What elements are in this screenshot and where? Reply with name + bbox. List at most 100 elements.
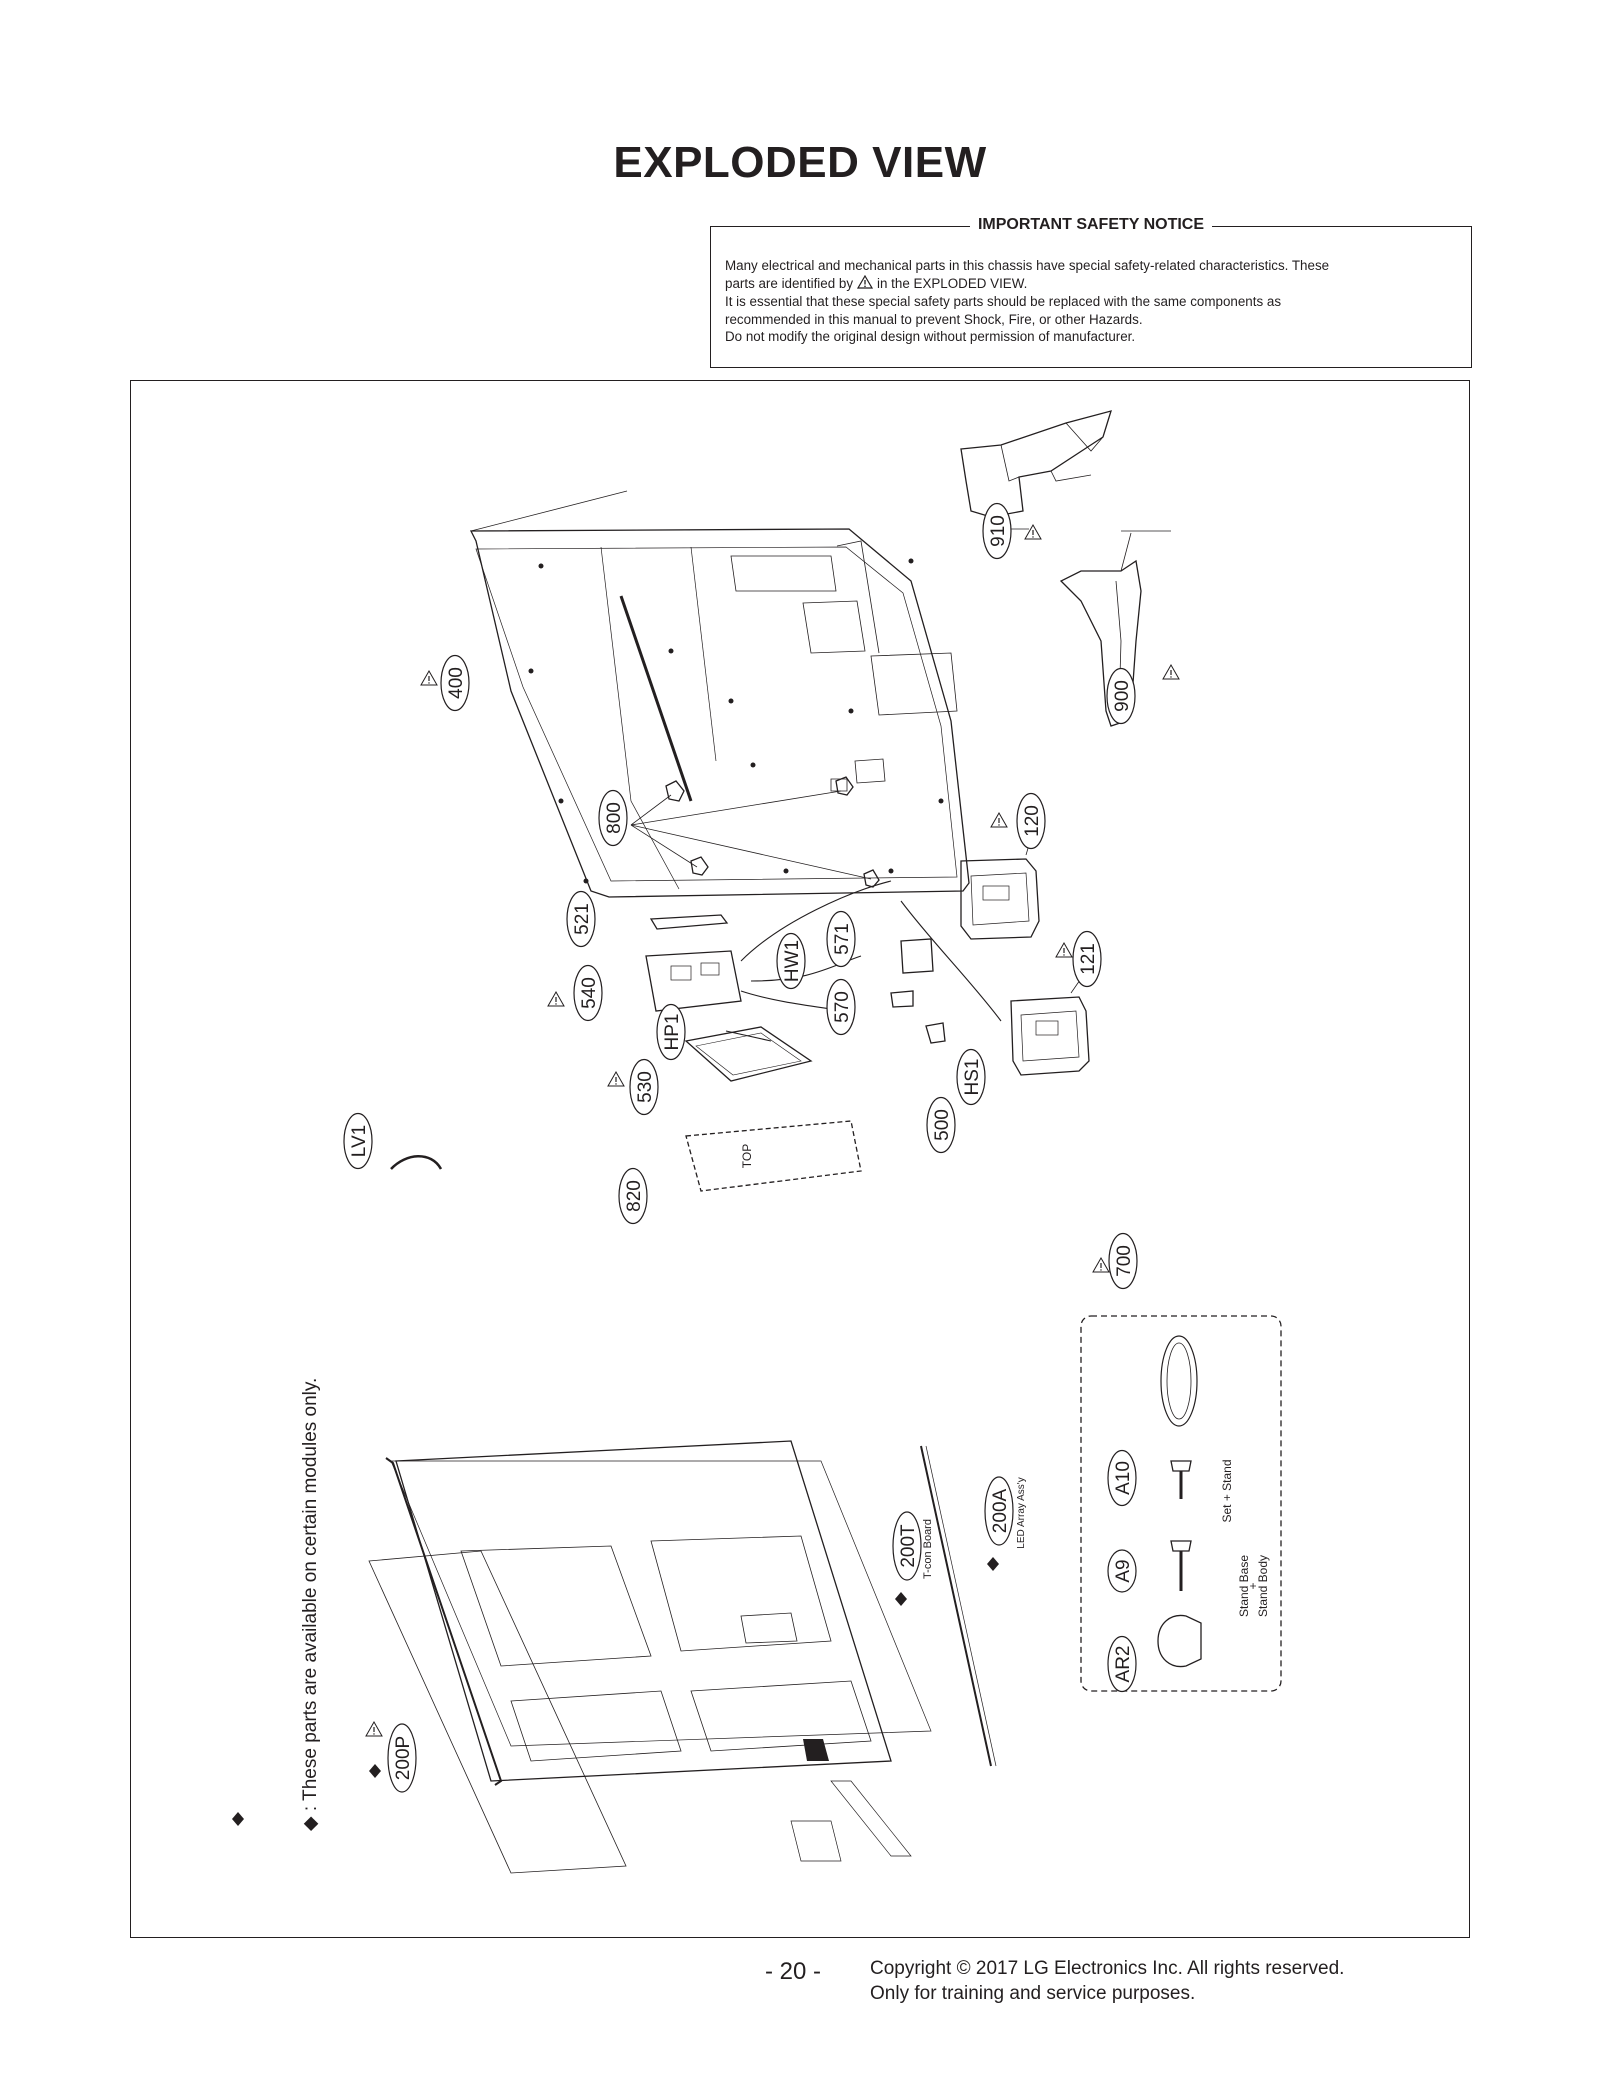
callout-oval (1106, 667, 1136, 725)
page-number: - 20 - (765, 1958, 822, 1985)
callout-200t: 200T (892, 1511, 922, 1581)
page-title: EXPLODED VIEW (613, 138, 987, 187)
callout-text: HS1 (962, 1059, 983, 1096)
callout-oval (1107, 1449, 1137, 1507)
label-plus: + (1246, 1582, 1260, 1589)
callout-oval (566, 890, 596, 948)
callout-570: 570 (826, 978, 856, 1036)
safety-notice-text: Many electrical and mechanical parts in … (725, 257, 1457, 346)
lvds-cable-part (390, 1155, 443, 1170)
callout-700: 700 (1108, 1232, 1138, 1290)
callout-oval (1072, 930, 1102, 988)
callout-571: 571 (826, 910, 856, 968)
label-top-mark: TOP (740, 1144, 754, 1168)
callout-oval (629, 1058, 659, 1116)
callout-oval (982, 502, 1012, 560)
callout-text: 200A (990, 1488, 1011, 1533)
panel-module-part (385, 1440, 932, 1786)
callout-text: A10 (1113, 1461, 1134, 1495)
callout-oval (984, 1476, 1014, 1546)
callout-text: 200P (393, 1736, 414, 1780)
notice-line-2a: parts are identified by (725, 275, 854, 291)
callout-text: 121 (1078, 943, 1099, 975)
callout-800: 800 (598, 789, 628, 847)
callout-820: 820 (618, 1167, 648, 1225)
callout-oval (892, 1511, 922, 1581)
led-driver-board-part (1010, 996, 1090, 1076)
callout-530: 530 (629, 1058, 659, 1116)
speaker-part (684, 1026, 813, 1082)
copyright-line-2: Only for training and service purposes. (870, 1983, 1196, 2004)
callout-hw1: HW1 (776, 932, 806, 990)
small-board-parts (890, 938, 946, 1044)
callout-521: 521 (566, 890, 596, 948)
power-board-part (960, 858, 1040, 940)
callout-text: HW1 (782, 940, 803, 982)
callout-text: 200T (898, 1524, 919, 1568)
callout-910: 910 (982, 502, 1012, 560)
callout-text: 800 (604, 802, 625, 834)
callout-oval (573, 964, 603, 1022)
diffuser-sheet-part (368, 1550, 912, 1874)
notice-line-1: Many electrical and mechanical parts in … (725, 258, 1330, 273)
label-led-array: LED Array Ass'y (1016, 1477, 1027, 1548)
label-set-stand: Set + Stand (1220, 1459, 1234, 1522)
label-tcon: T-con Board (922, 1519, 934, 1579)
stand-body-part (960, 410, 1112, 518)
callout-oval (1107, 1549, 1137, 1593)
callout-lv1: LV1 (343, 1112, 373, 1170)
callout-text: 500 (932, 1109, 953, 1141)
callout-540: 540 (573, 964, 603, 1022)
callout-oval (926, 1096, 956, 1154)
cable-harness-part (725, 880, 1002, 1042)
callout-200p: 200P (387, 1723, 417, 1793)
main-board-part (645, 914, 742, 1012)
callout-text: 910 (988, 515, 1009, 547)
callout-text: 570 (832, 991, 853, 1023)
callout-900: 900 (1106, 667, 1136, 725)
insulation-sheet-part (685, 1120, 862, 1192)
callout-text: A9 (1113, 1559, 1134, 1582)
copyright-line-1: Copyright © 2017 LG Electronics Inc. All… (870, 1958, 1345, 1979)
callout-oval (440, 654, 470, 712)
callout-a9: A9 (1107, 1549, 1137, 1593)
callout-oval (826, 978, 856, 1036)
callout-hp1: HP1 (656, 1003, 686, 1061)
safety-notice-box: IMPORTANT SAFETY NOTICE Many electrical … (710, 216, 1472, 368)
callout-text: 900 (1112, 680, 1133, 712)
callout-a10: A10 (1107, 1449, 1137, 1507)
callout-text: AR2 (1113, 1646, 1134, 1683)
notice-line-3: It is essential that these special safet… (725, 294, 1282, 310)
safety-notice-heading: IMPORTANT SAFETY NOTICE (969, 216, 1213, 233)
callout-oval (1016, 792, 1046, 850)
callout-oval (387, 1723, 417, 1793)
callout-text: 521 (572, 903, 593, 935)
accessories-group (1080, 1315, 1282, 1692)
callout-oval (618, 1167, 648, 1225)
label-stand-body: Stand Body (1256, 1555, 1270, 1617)
callout-text: 571 (832, 923, 853, 955)
callout-121: 121 (1072, 930, 1102, 988)
callout-oval (598, 789, 628, 847)
callout-oval (1107, 1635, 1137, 1693)
callout-oval (656, 1003, 686, 1061)
callout-text: 120 (1022, 805, 1043, 837)
notice-line-4: recommended in this manual to prevent Sh… (725, 311, 1143, 327)
callout-text: 530 (635, 1071, 656, 1103)
callout-oval (956, 1048, 986, 1106)
callout-text: HP1 (662, 1014, 683, 1051)
copyright-notice: Copyright © 2017 LG Electronics Inc. All… (870, 1956, 1344, 2006)
callout-ar2: AR2 (1107, 1635, 1137, 1693)
callout-500: 500 (926, 1096, 956, 1154)
callout-400: 400 (440, 654, 470, 712)
notice-line-5: Do not modify the original design withou… (725, 329, 1136, 345)
callout-oval (1108, 1232, 1138, 1290)
callout-text: 540 (579, 977, 600, 1009)
callout-hs1: HS1 (956, 1048, 986, 1106)
warning-triangle-icon (856, 274, 874, 294)
callout-oval (826, 910, 856, 968)
callout-text: LV1 (349, 1125, 370, 1157)
